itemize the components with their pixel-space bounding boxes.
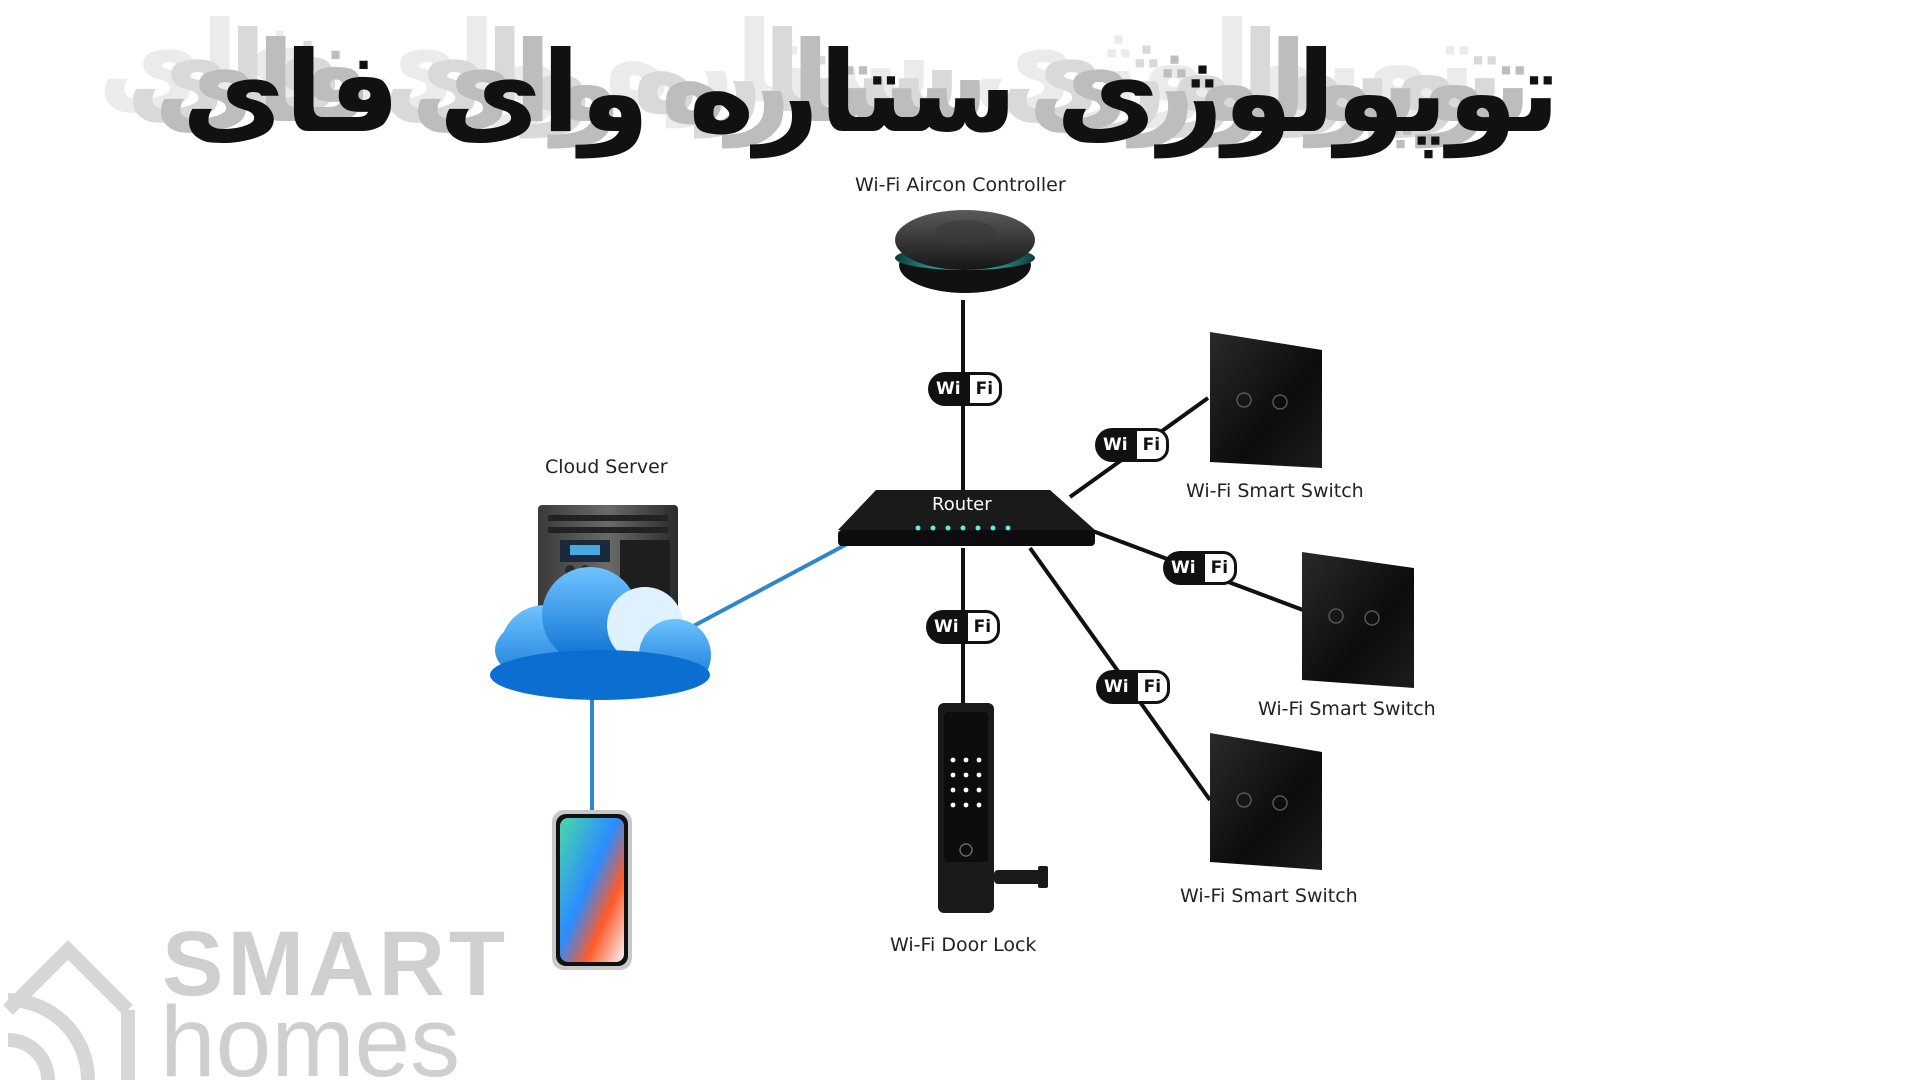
smartphone-icon bbox=[552, 810, 632, 970]
wifi-badge-left: Wi bbox=[926, 610, 965, 644]
switch-label-3: Wi-Fi Smart Switch bbox=[1180, 885, 1358, 907]
wifi-badge-left: Wi bbox=[928, 372, 967, 406]
page-title: توپولوژی ستاره وای فای bbox=[181, 28, 1560, 158]
wifi-badge-right: Fi bbox=[1134, 670, 1171, 704]
title-block: توپولوژی ستاره وای فای توپولوژی ستاره وا… bbox=[0, 0, 1920, 188]
wifi-badge-right: Fi bbox=[1133, 428, 1170, 462]
smart-switch-icon bbox=[1210, 332, 1322, 468]
switch-label-2: Wi-Fi Smart Switch bbox=[1258, 698, 1436, 720]
aircon-controller-icon bbox=[895, 210, 1035, 293]
wifi-badge-right: Fi bbox=[966, 372, 1003, 406]
switch-label-1: Wi-Fi Smart Switch bbox=[1186, 480, 1364, 502]
router-icon bbox=[838, 490, 1095, 546]
cloud-server-label: Cloud Server bbox=[545, 456, 668, 478]
wifi-badge-right: Fi bbox=[964, 610, 1001, 644]
smart-switch-icon bbox=[1302, 552, 1414, 688]
wifi-badge-left: Wi bbox=[1096, 670, 1135, 704]
door-lock-icon bbox=[938, 703, 1048, 913]
title-shadow: توپولوژی ستاره وای فای bbox=[97, 0, 1476, 128]
watermark-smart: SMART bbox=[162, 913, 510, 1015]
aircon-label: Wi-Fi Aircon Controller bbox=[855, 174, 1066, 196]
smart-switch-icon bbox=[1210, 733, 1322, 870]
door-lock-label: Wi-Fi Door Lock bbox=[890, 934, 1037, 956]
watermark-homes: homes bbox=[160, 986, 461, 1080]
title-shadow: توپولوژی ستاره وای فای bbox=[125, 8, 1504, 138]
wifi-badge-left: Wi bbox=[1163, 551, 1202, 585]
cloud-server-icon bbox=[490, 505, 711, 700]
wifi-badge-right: Fi bbox=[1201, 551, 1238, 585]
title-shadow: توپولوژی ستاره وای فای bbox=[153, 18, 1532, 148]
door-lock-keypad bbox=[950, 757, 982, 808]
link-router-cloud bbox=[685, 534, 863, 632]
router-label: Router bbox=[932, 494, 992, 515]
house-wifi-icon bbox=[3, 940, 135, 1080]
router-leds bbox=[915, 525, 1011, 531]
wifi-badge-left: Wi bbox=[1095, 428, 1134, 462]
